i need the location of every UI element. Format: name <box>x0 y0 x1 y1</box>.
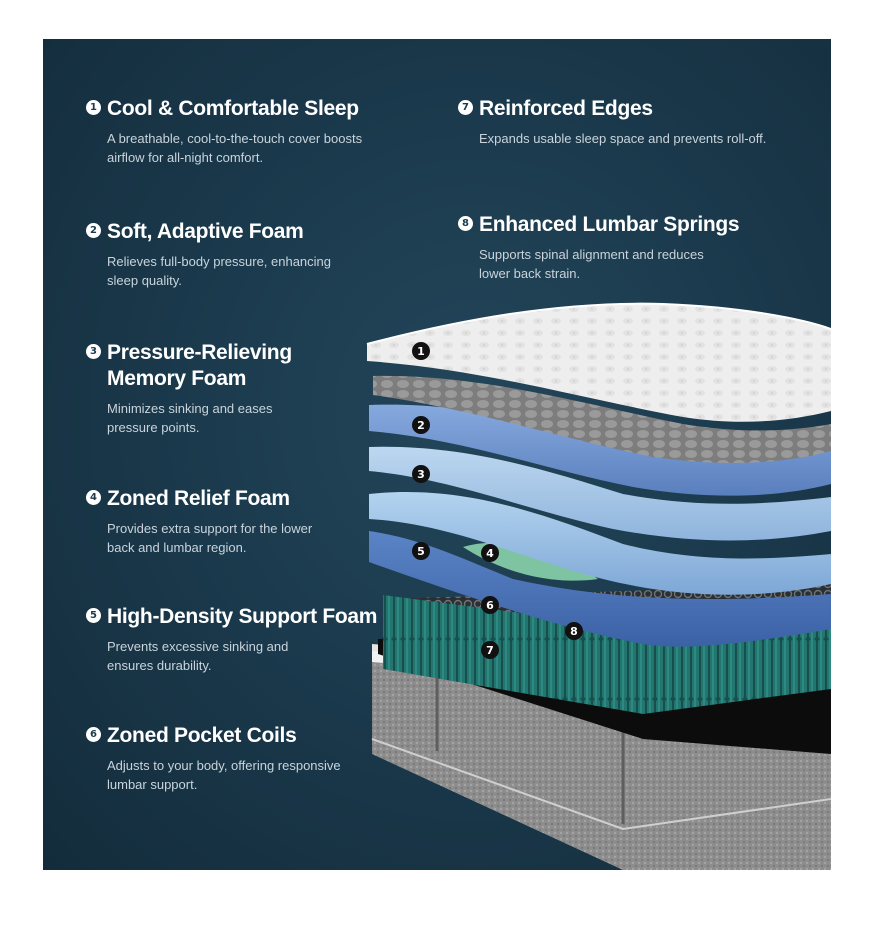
layer-cool-cover <box>367 303 831 422</box>
marker-7: 7 <box>481 641 499 659</box>
feature-title: Enhanced Lumbar Springs <box>479 213 740 236</box>
feature-title: Pressure-Relieving Memory Foam <box>107 341 292 390</box>
feature-title: Zoned Pocket Coils <box>107 724 297 747</box>
marker-8: 8 <box>565 622 583 640</box>
feature-zoned-relief-foam: 4 Zoned Relief Foam Provides extra suppo… <box>86 486 386 557</box>
feature-description: Supports spinal alignment and reduces lo… <box>479 247 704 281</box>
feature-title: High-Density Support Foam <box>107 605 378 628</box>
feature-reinforced-edges: 7 Reinforced Edges Expands usable sleep … <box>458 96 818 148</box>
feature-lumbar-springs: 8 Enhanced Lumbar Springs Supports spina… <box>458 212 818 283</box>
layer-memory-foam-lower <box>369 492 831 595</box>
feature-title: Reinforced Edges <box>479 97 653 120</box>
layer-egg-crate <box>373 375 831 463</box>
feature-description: Adjusts to your body, offering responsiv… <box>107 758 341 792</box>
feature-number-badge: 3 <box>86 344 101 359</box>
marker-4: 4 <box>481 544 499 562</box>
marker-1: 1 <box>412 342 430 360</box>
feature-description: Relieves full-body pressure, enhancing s… <box>107 254 332 288</box>
marker-2: 2 <box>412 416 430 434</box>
feature-description: Provides extra support for the lower bac… <box>107 521 313 555</box>
layer-adaptive-foam <box>369 404 831 496</box>
feature-description: Expands usable sleep space and prevents … <box>479 131 767 146</box>
feature-support-foam: 5 High-Density Support Foam Prevents exc… <box>86 604 386 675</box>
feature-title: Soft, Adaptive Foam <box>107 220 304 243</box>
feature-memory-foam: 3 Pressure-Relieving Memory Foam Minimiz… <box>86 340 306 437</box>
feature-number-badge: 4 <box>86 490 101 505</box>
feature-pocket-coils: 6 Zoned Pocket Coils Adjusts to your bod… <box>86 723 386 794</box>
feature-number-badge: 7 <box>458 100 473 115</box>
feature-number-badge: 1 <box>86 100 101 115</box>
marker-5: 5 <box>412 542 430 560</box>
feature-title: Zoned Relief Foam <box>107 487 290 510</box>
feature-cool-cover: 1 Cool & Comfortable Sleep A breathable,… <box>86 96 386 167</box>
feature-description: A breathable, cool-to-the-touch cover bo… <box>107 131 363 165</box>
feature-description: Minimizes sinking and eases pressure poi… <box>107 401 273 435</box>
layer-memory-foam <box>369 446 831 541</box>
feature-number-badge: 2 <box>86 223 101 238</box>
infographic-panel: 1 2 3 4 5 6 7 8 1 Cool & Comfortable Sle… <box>43 39 831 870</box>
marker-3: 3 <box>412 465 430 483</box>
feature-title: Cool & Comfortable Sleep <box>107 97 359 120</box>
marker-6: 6 <box>481 596 499 614</box>
feature-number-badge: 8 <box>458 216 473 231</box>
layer-support-foam <box>369 531 831 647</box>
feature-description: Prevents excessive sinking and ensures d… <box>107 639 289 673</box>
feature-number-badge: 6 <box>86 727 101 742</box>
feature-adaptive-foam: 2 Soft, Adaptive Foam Relieves full-body… <box>86 219 386 290</box>
feature-number-badge: 5 <box>86 608 101 623</box>
